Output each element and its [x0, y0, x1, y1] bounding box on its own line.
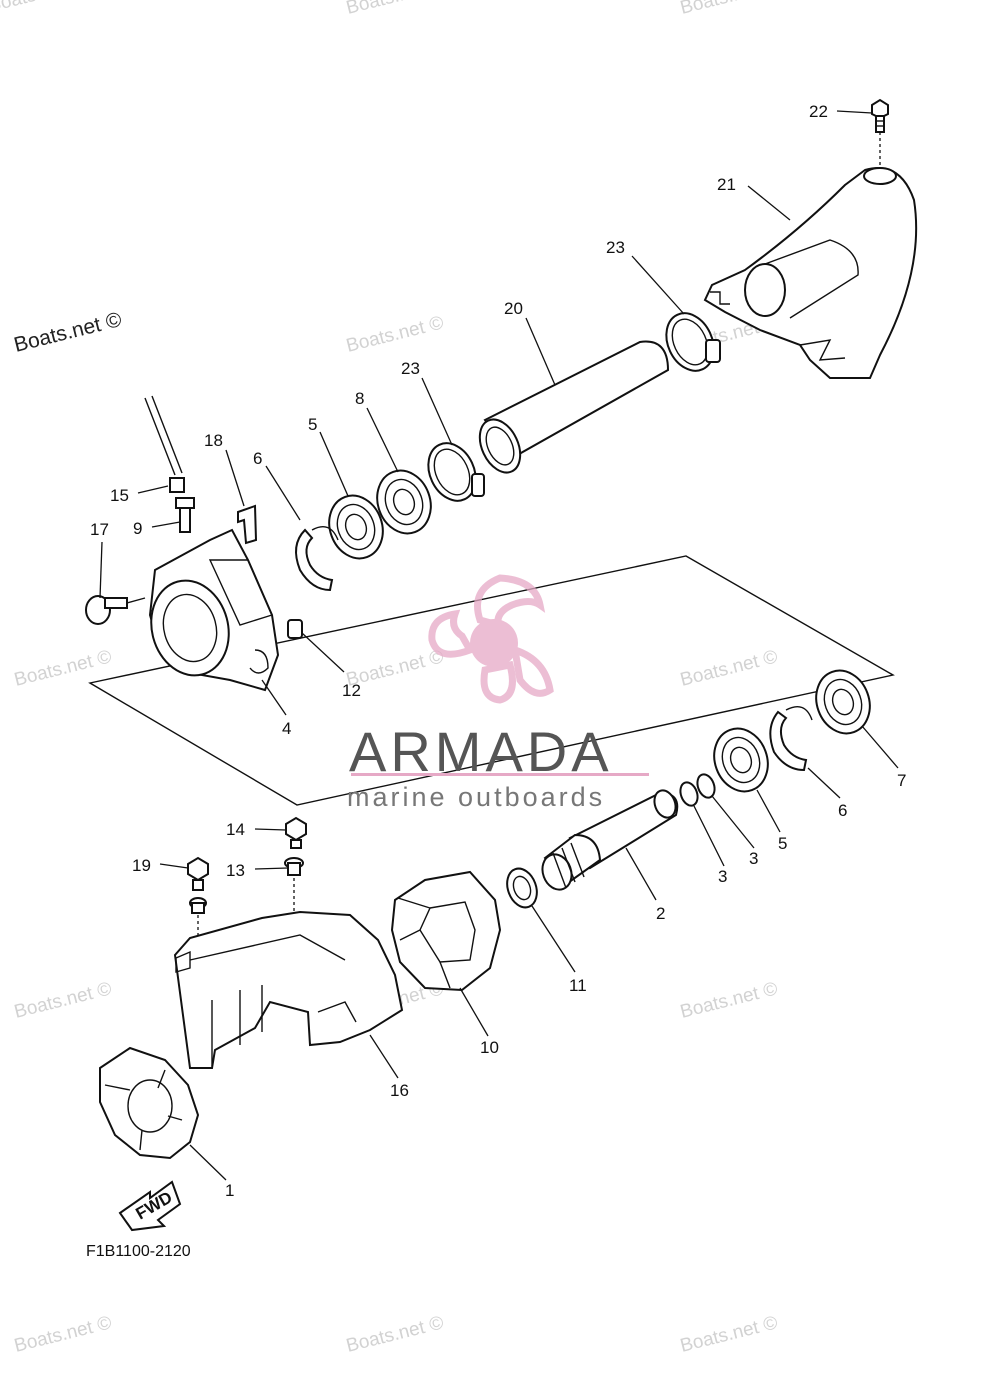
part-13-collar	[284, 857, 304, 912]
callout-23: 23	[401, 359, 420, 378]
part-15-9-fitting	[144, 395, 195, 533]
callout-labels: 22 21 23 20 23 8 5 6 18 15 9 17 12 4 7 6…	[90, 102, 906, 1200]
callout-20: 20	[504, 299, 523, 318]
callout-11: 11	[569, 976, 587, 995]
callout-19: 19	[132, 856, 151, 875]
watermark-text: Boats.net ©	[12, 1312, 114, 1356]
part-18-clip	[237, 504, 258, 545]
assembly-frame	[88, 555, 895, 806]
part-16-cover	[173, 910, 404, 1069]
callout-13: 13	[226, 861, 245, 880]
part-1-damper	[99, 1046, 200, 1160]
watermark-text: Boats.net ©	[678, 646, 780, 690]
watermark-text: Boats.net ©	[678, 0, 780, 19]
part-22-bolt	[871, 98, 889, 168]
armada-subtitle: marine outboards	[347, 782, 605, 812]
leader-lines	[99, 110, 899, 1181]
part-6-circlip	[295, 526, 339, 592]
callout-8: 8	[355, 389, 364, 408]
callout-15: 15	[110, 486, 129, 505]
callout-5: 5	[308, 415, 317, 434]
callout-16: 16	[390, 1081, 409, 1100]
watermark-text: Boats.net ©	[344, 1312, 446, 1356]
callout-5: 5	[778, 834, 787, 853]
callout-14: 14	[226, 820, 245, 839]
propeller-logo-icon	[428, 574, 554, 704]
part-23-clamp-lower	[427, 442, 485, 502]
callout-3: 3	[718, 867, 727, 886]
callout-4: 4	[282, 719, 291, 738]
callout-1: 1	[225, 1181, 234, 1200]
armada-title: ARMADA	[349, 720, 613, 783]
callout-12: 12	[342, 681, 361, 700]
callout-9: 9	[133, 519, 142, 538]
watermark-text: Boats.net ©	[344, 312, 446, 356]
callout-3: 3	[749, 849, 758, 868]
watermark-text: Boats.net ©	[344, 0, 446, 19]
watermark-text: Boats.net ©	[678, 1312, 780, 1356]
part-3-o-rings	[679, 773, 716, 807]
watermark-text: Boats.net ©	[12, 308, 125, 357]
callout-6: 6	[253, 449, 262, 468]
callout-2: 2	[656, 904, 665, 923]
watermark-text: Boats.net ©	[0, 0, 88, 17]
watermark-text: Boats.net ©	[678, 978, 780, 1022]
armada-logo: ARMADA marine outboards	[347, 574, 649, 812]
callout-23: 23	[606, 238, 625, 257]
callout-22: 22	[809, 102, 828, 121]
part-5-bearing-lower	[713, 727, 769, 793]
callout-7: 7	[897, 771, 906, 790]
callout-10: 10	[480, 1038, 499, 1057]
watermark-layer: Boats.net © Boats.net © Boats.net © Boat…	[0, 0, 780, 1357]
part-20-tube	[478, 340, 670, 474]
part-11-washer	[506, 867, 538, 909]
part-23-clamp-upper	[665, 312, 721, 372]
part-6-circlip-lower	[769, 706, 813, 772]
part-2-shaft	[541, 789, 679, 891]
part-4-housing	[148, 528, 303, 692]
part-5-bearing	[328, 494, 384, 560]
part-8-bearing	[376, 469, 432, 535]
part-10-coupler	[390, 870, 502, 992]
callout-21: 21	[717, 175, 736, 194]
callout-18: 18	[204, 431, 223, 450]
diagram-code: F1B1100-2120	[86, 1243, 191, 1260]
watermark-text: Boats.net ©	[12, 646, 114, 690]
part-7-bearing	[815, 669, 871, 735]
callout-6: 6	[838, 801, 847, 820]
part-14-bolt	[285, 816, 307, 849]
fwd-arrow-icon: FWD	[118, 1180, 182, 1232]
armada-underline	[351, 773, 649, 776]
watermark-text: Boats.net ©	[12, 978, 114, 1022]
callout-17: 17	[90, 520, 109, 539]
part-19-bolt	[187, 856, 209, 945]
part-21-nozzle	[703, 167, 918, 379]
part-17-bolt	[85, 595, 146, 625]
